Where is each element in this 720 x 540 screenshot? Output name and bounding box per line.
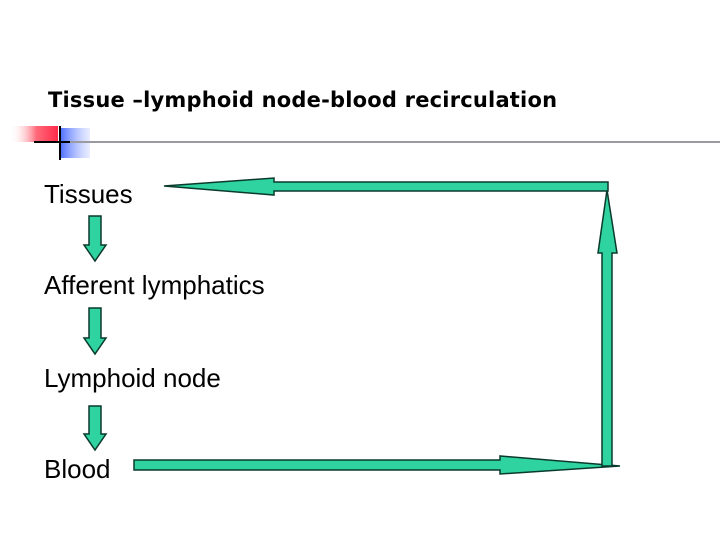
accent-red-bar — [10, 126, 58, 142]
node-tissues-label: Tissues — [44, 179, 133, 209]
node-lymphoid-node-label: Lymphoid node — [44, 363, 221, 393]
node-afferent-lymphatics-label: Afferent lymphatics — [44, 270, 265, 300]
node-blood-label: Blood — [44, 454, 111, 484]
arrow-afferent-to-lymphoid-node — [82, 307, 108, 356]
arrow-right-upward — [597, 189, 618, 467]
arrow-blood-to-right — [133, 455, 621, 475]
arrow-return-to-tissues — [163, 177, 609, 196]
arrow-tissues-to-afferent — [82, 215, 108, 263]
slide-title: Tissue –lymphoid node-blood recirculatio… — [48, 88, 558, 112]
arrow-lymphoid-node-to-blood — [82, 405, 108, 452]
